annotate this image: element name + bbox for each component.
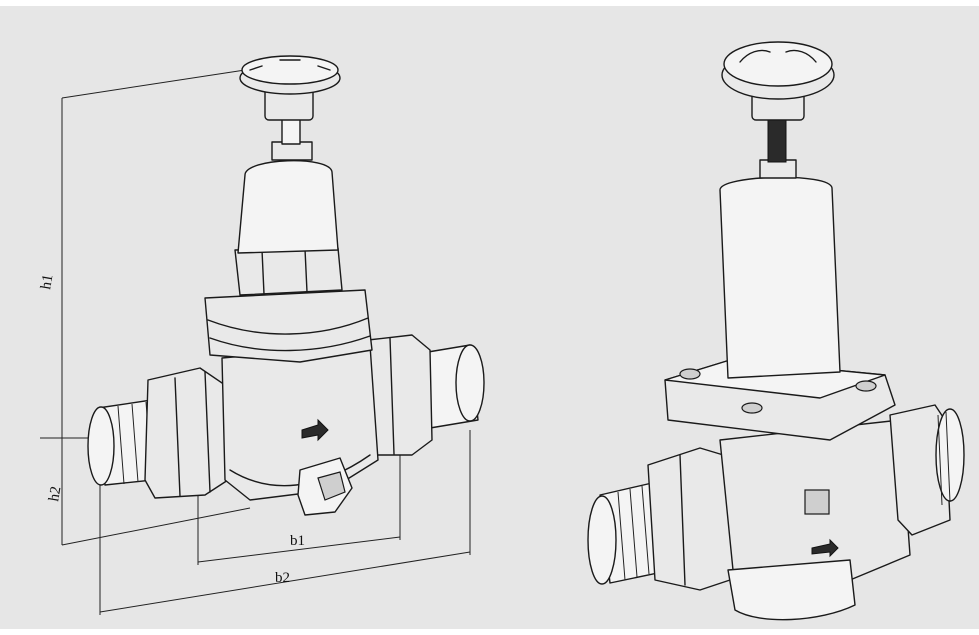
right-square-flange <box>664 346 896 441</box>
adjusting-stem <box>264 87 314 161</box>
bonnet-hex-nut <box>234 247 343 296</box>
dimension-label-h1: h1 <box>38 273 56 291</box>
right-bottom-cap <box>727 559 856 621</box>
dimension-label-h2: h2 <box>46 485 64 503</box>
right-adjusting-handwheel <box>721 41 835 100</box>
h1-dimension-line <box>61 69 251 546</box>
page-margin-top <box>0 0 979 6</box>
drain-plug <box>297 457 353 516</box>
left-valve-drawing: h1 h2 b1 b2 <box>38 55 485 615</box>
right-valve-body <box>719 419 911 591</box>
right-valve-drawing <box>587 41 965 621</box>
spring-housing <box>237 159 339 254</box>
right-outlet-connector <box>889 404 965 536</box>
dimension-label-b2: b2 <box>275 570 290 586</box>
dimension-label-b1: b1 <box>290 533 305 549</box>
left-union-nut <box>144 367 229 499</box>
b2-dimension-line <box>99 430 471 615</box>
adjusting-handwheel <box>239 55 341 95</box>
bonnet-flange <box>204 289 373 363</box>
right-spring-housing <box>719 176 841 379</box>
page-margin-bottom <box>0 629 979 635</box>
